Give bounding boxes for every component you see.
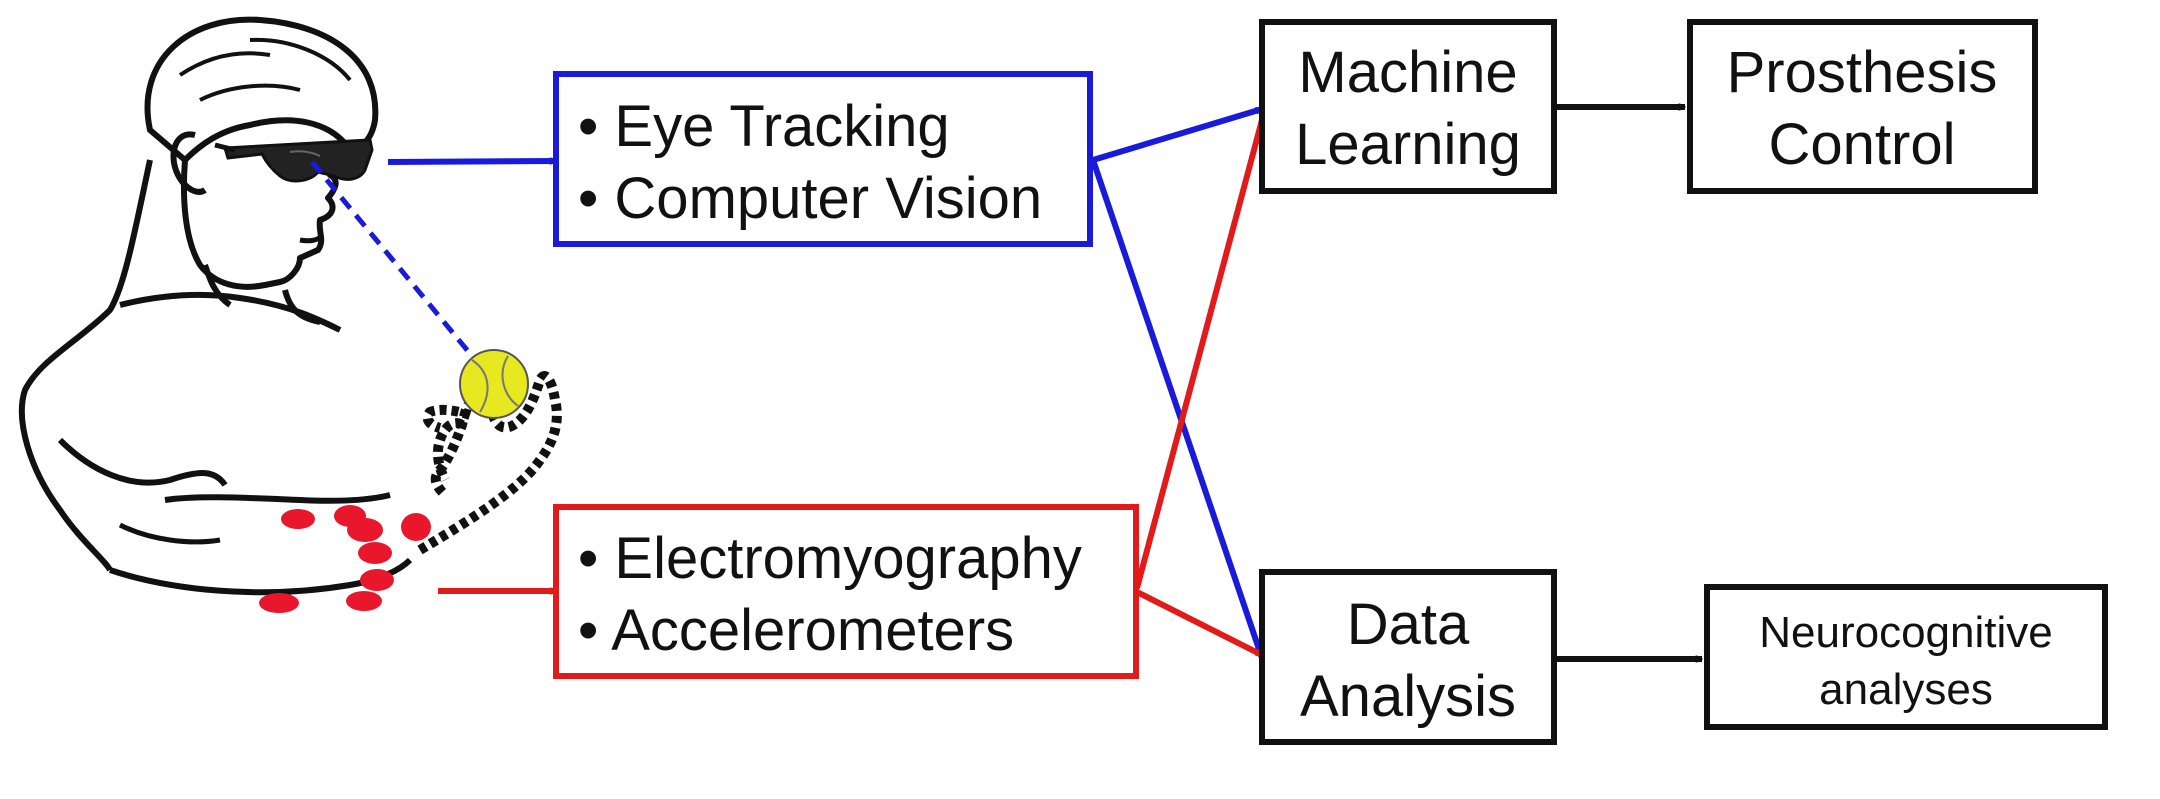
prosthetic-hand [417, 371, 562, 555]
arrow-emg-to-ml [1134, 105, 1269, 589]
person-illustration [19, 16, 562, 613]
arrow-vision-to-analysis [1090, 159, 1265, 658]
gaze-line [310, 160, 474, 358]
data-analysis-line-2: Analysis [1300, 664, 1516, 729]
arrow-person-to-vision [387, 161, 556, 165]
emg-item-accelerometers: • Accelerometers [578, 598, 1014, 663]
ball-icon [459, 349, 529, 419]
vision-sensor-box: • Eye Tracking • Computer Vision [553, 71, 1093, 247]
vision-item-computer-vision: • Computer Vision [578, 166, 1042, 231]
vision-item-eye-tracking: • Eye Tracking [578, 94, 950, 159]
data-analysis-line-1: Data [1347, 592, 1470, 657]
neurocognitive-box: Neurocognitive analyses [1704, 584, 2108, 730]
machine-learning-box: Machine Learning [1259, 19, 1557, 194]
arrow-emg-to-analysis [1135, 589, 1262, 658]
prosthesis-control-line-1: Prosthesis [1727, 40, 1998, 105]
neurocognitive-line-1: Neurocognitive [1759, 608, 2053, 657]
eye-tracking-glasses-icon [214, 138, 374, 183]
neurocognitive-line-2: analyses [1819, 665, 1993, 714]
body-outline [19, 159, 153, 572]
face [180, 148, 353, 290]
arrow-vision-to-ml [1092, 106, 1262, 163]
prosthesis-control-box: Prosthesis Control [1687, 19, 2038, 194]
machine-learning-line-1: Machine [1298, 40, 1517, 105]
emg-electrodes [259, 505, 431, 613]
machine-learning-line-2: Learning [1295, 112, 1521, 177]
data-analysis-box: Data Analysis [1259, 569, 1557, 745]
connector-arrows [387, 105, 1702, 659]
emg-item-electromyography: • Electromyography [578, 526, 1082, 591]
forearm [109, 557, 413, 596]
ear [170, 131, 207, 195]
prosthesis-control-line-2: Control [1769, 112, 1956, 177]
emg-sensor-box: • Electromyography • Accelerometers [553, 504, 1139, 679]
